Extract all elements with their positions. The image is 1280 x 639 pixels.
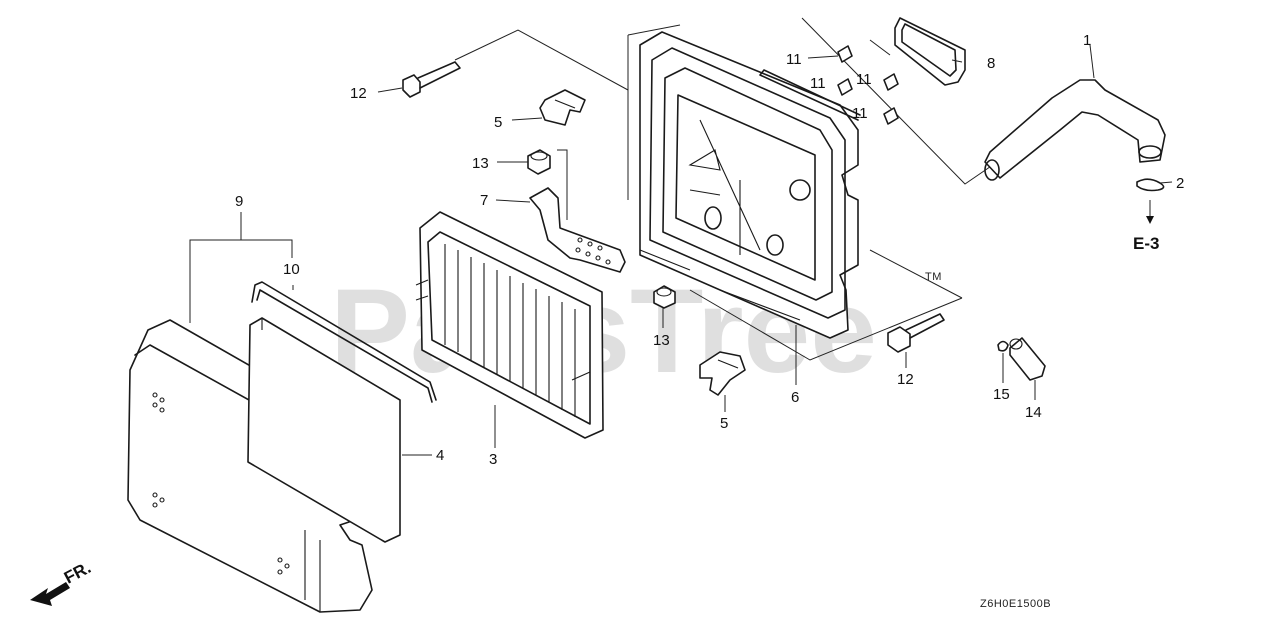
callout-11-a: 11 xyxy=(786,51,802,68)
foam-element xyxy=(247,317,401,543)
callout-5-upper: 5 xyxy=(494,114,502,131)
callout-13-upper: 13 xyxy=(472,155,489,172)
paper-filter-element xyxy=(415,211,604,439)
callout-11-b: 11 xyxy=(810,75,826,92)
vent-holes-lower xyxy=(152,492,290,575)
cap-11-b xyxy=(837,78,853,96)
tube-clamp xyxy=(1136,178,1165,192)
cap-11-a xyxy=(837,45,853,63)
down-arrow-icon xyxy=(1146,216,1154,224)
callout-4: 4 xyxy=(436,447,444,464)
bracket xyxy=(529,187,626,273)
filter-pleats xyxy=(444,244,576,417)
callout-11-d: 11 xyxy=(852,105,868,122)
callout-12-upper: 12 xyxy=(350,85,367,102)
reference-label: E-3 xyxy=(1133,234,1159,253)
flange-nut-upper xyxy=(527,149,551,175)
trademark: TM xyxy=(925,271,942,283)
seal-ring xyxy=(894,17,966,86)
callout-10: 10 xyxy=(283,261,300,278)
assembly-guide-lines xyxy=(454,17,1001,361)
callout-15: 15 xyxy=(993,386,1010,403)
callout-5-lower: 5 xyxy=(720,415,728,432)
bolt-lower xyxy=(887,313,945,353)
breather-tube xyxy=(984,79,1166,181)
clip-lower xyxy=(699,351,746,396)
callout-labels: 1 2 3 4 5 5 6 7 8 9 10 11 11 11 11 12 12… xyxy=(235,32,1184,468)
callout-11-c: 11 xyxy=(856,71,872,88)
callout-1: 1 xyxy=(1083,32,1091,49)
callout-9: 9 xyxy=(235,193,243,210)
gasket-strip xyxy=(251,281,437,403)
flange-nut-lower xyxy=(653,285,676,309)
cap-11-c xyxy=(883,73,899,91)
callout-14: 14 xyxy=(1025,404,1042,421)
diagram-code: Z6H0E1500B xyxy=(980,598,1051,610)
front-direction-indicator: FR. xyxy=(30,558,94,606)
bolt-upper xyxy=(402,61,461,98)
clip-upper xyxy=(539,89,586,126)
drain-clip xyxy=(997,340,1009,352)
callout-3: 3 xyxy=(489,451,497,468)
callout-12-lower: 12 xyxy=(897,371,914,388)
callout-leaders xyxy=(189,44,1173,456)
callout-8: 8 xyxy=(987,55,995,72)
callout-13-lower: 13 xyxy=(653,332,670,349)
callout-6: 6 xyxy=(791,389,799,406)
reference-e3: E-3 xyxy=(1133,216,1159,253)
drain-tube xyxy=(1009,337,1046,381)
front-arrow-icon xyxy=(30,582,70,606)
cap-11-d xyxy=(883,107,899,125)
vent-holes-upper xyxy=(152,392,165,413)
bracket-holes xyxy=(575,237,611,265)
air-cleaner-case xyxy=(639,31,861,339)
callout-7: 7 xyxy=(480,192,488,209)
callout-2: 2 xyxy=(1176,175,1184,192)
